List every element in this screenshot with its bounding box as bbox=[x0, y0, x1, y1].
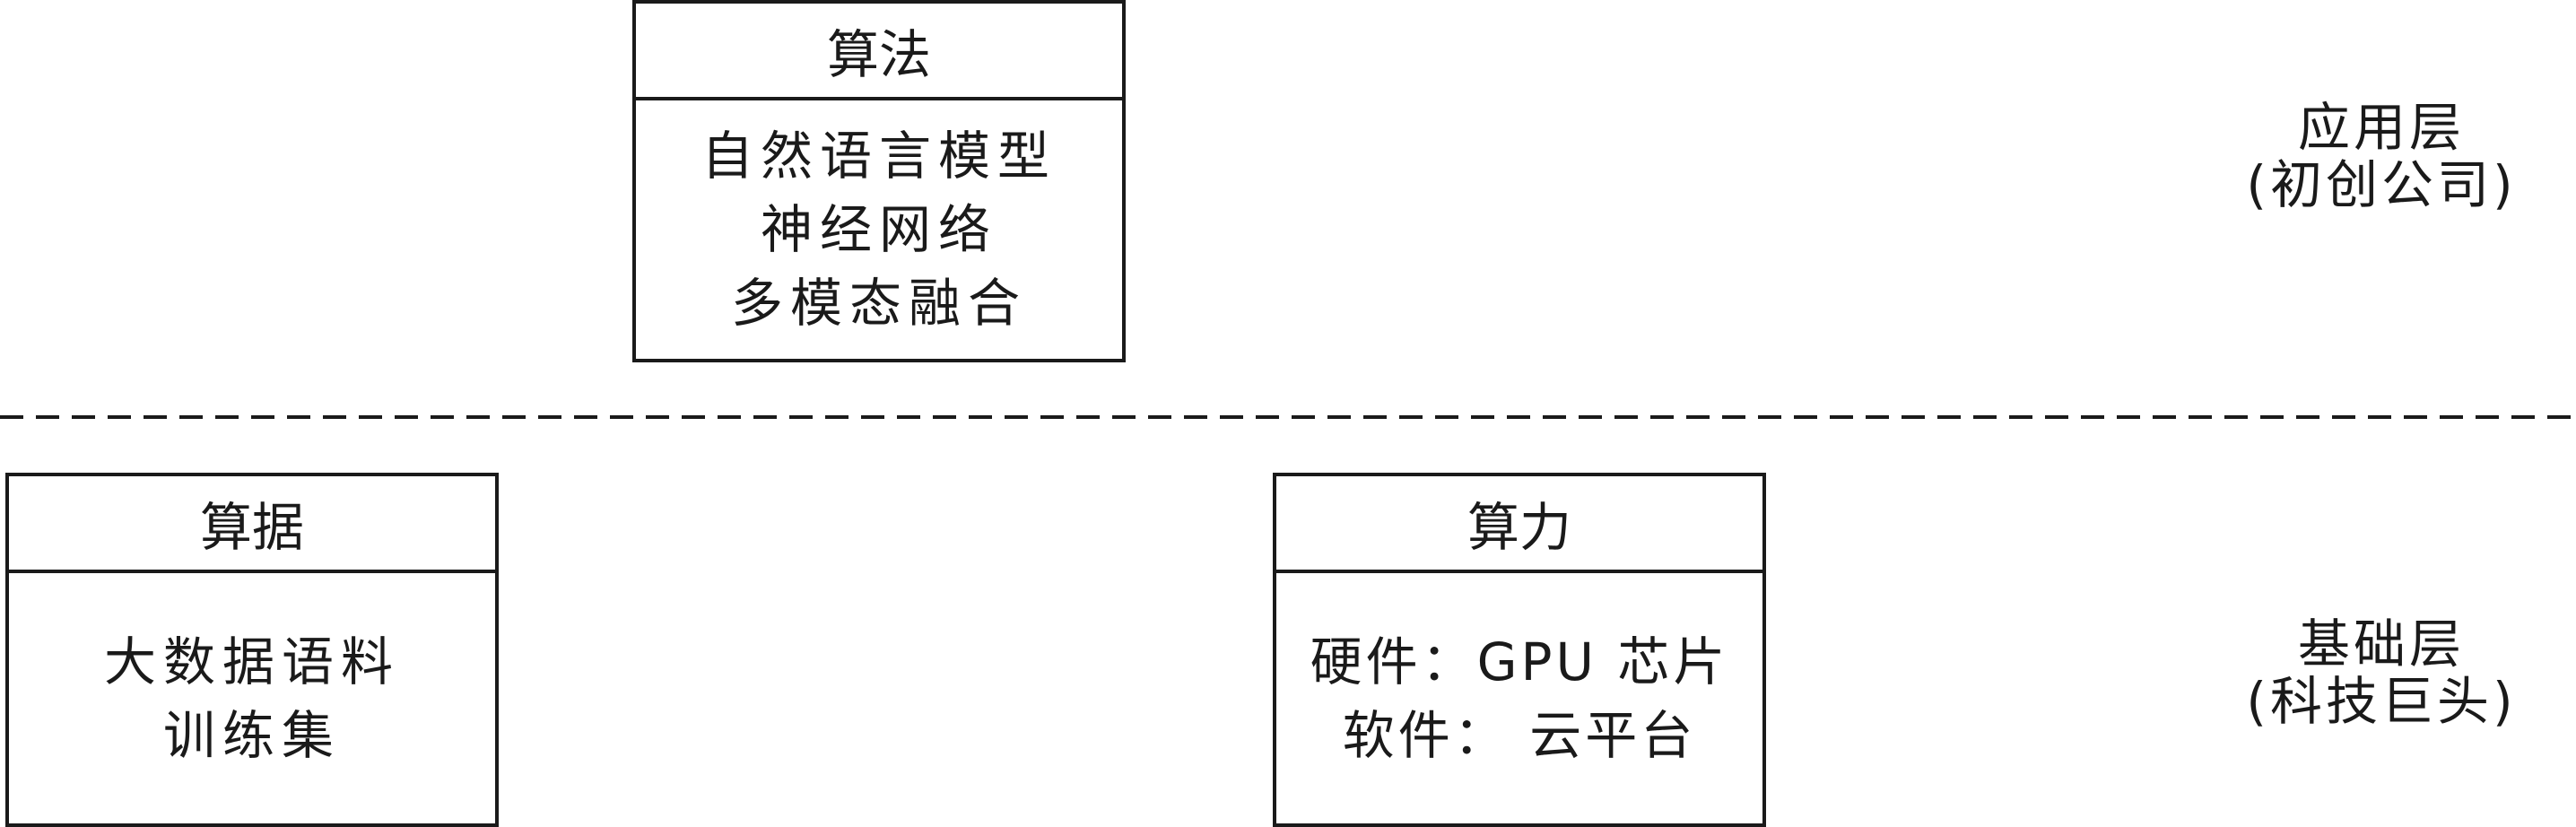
data-item: 大数据语料 bbox=[103, 631, 400, 692]
compute-box: 算力 硬件：GPU 芯片 软件： 云平台 bbox=[1273, 473, 1766, 827]
data-box-title: 算据 bbox=[9, 476, 495, 573]
algorithm-item: 神经网络 bbox=[760, 199, 997, 260]
compute-box-title: 算力 bbox=[1276, 476, 1762, 573]
compute-item: 硬件：GPU 芯片 bbox=[1310, 631, 1729, 692]
algorithm-box-title: 算法 bbox=[636, 4, 1122, 100]
application-layer-name: 应用层 bbox=[2297, 97, 2465, 158]
application-layer-label: 应用层 (初创公司) bbox=[2220, 99, 2543, 213]
foundation-layer-note: (科技巨头) bbox=[2246, 671, 2517, 732]
foundation-layer-name: 基础层 bbox=[2297, 614, 2465, 675]
application-layer-note: (初创公司) bbox=[2246, 154, 2517, 215]
compute-box-content: 硬件：GPU 芯片 软件： 云平台 bbox=[1276, 573, 1762, 823]
foundation-layer-label: 基础层 (科技巨头) bbox=[2220, 615, 2543, 730]
algorithm-item: 多模态融合 bbox=[730, 273, 1027, 334]
algorithm-box: 算法 自然语言模型 神经网络 多模态融合 bbox=[632, 0, 1126, 362]
layer-divider bbox=[0, 415, 2576, 419]
data-item: 训练集 bbox=[162, 704, 341, 766]
compute-item: 软件： 云平台 bbox=[1342, 704, 1697, 766]
data-box: 算据 大数据语料 训练集 bbox=[5, 473, 499, 827]
algorithm-box-content: 自然语言模型 神经网络 多模态融合 bbox=[636, 100, 1122, 359]
algorithm-item: 自然语言模型 bbox=[701, 126, 1057, 187]
data-box-content: 大数据语料 训练集 bbox=[9, 573, 495, 823]
